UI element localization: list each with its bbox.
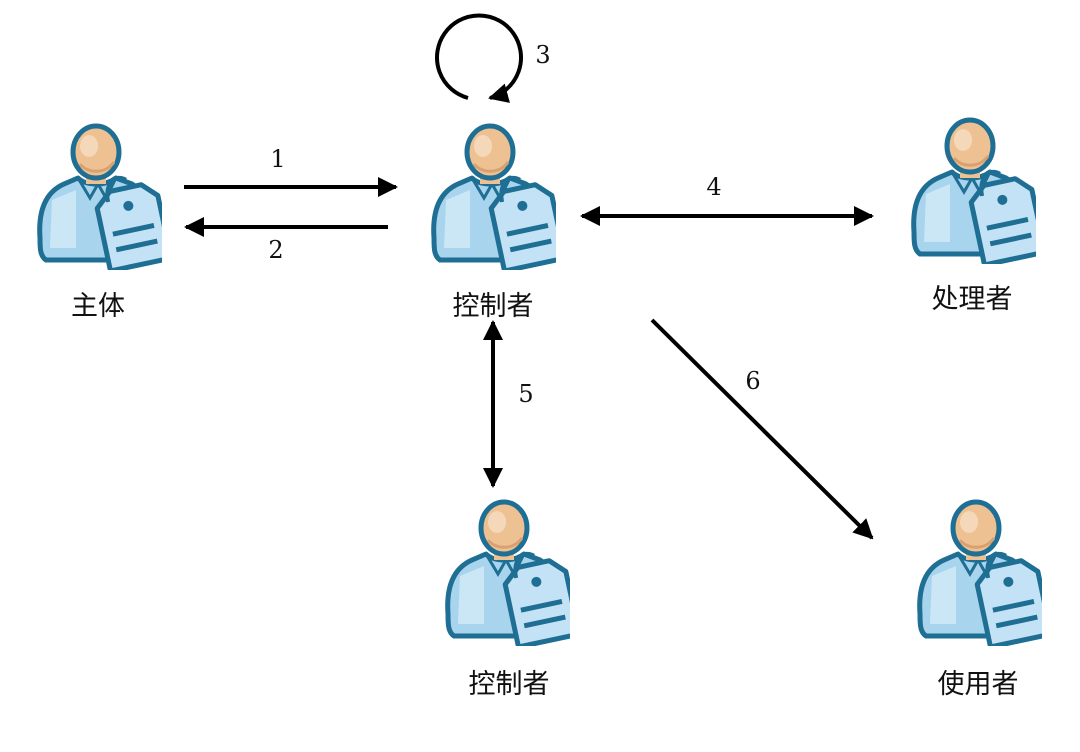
processor-label: 处理者 [932, 284, 1013, 315]
edge-2-label: 2 [268, 236, 283, 264]
controller2-label: 控制者 [469, 669, 550, 700]
edge-5-label: 5 [518, 380, 533, 408]
controller2-person-icon [448, 502, 579, 647]
edge-4-label: 4 [706, 173, 721, 201]
subject-label: 主体 [71, 291, 125, 322]
edge-3-label: 3 [535, 41, 550, 69]
controller-label: 控制者 [453, 291, 534, 322]
subject-person-icon [40, 126, 171, 271]
edge-3-self-loop-arrow [435, 13, 523, 103]
user-label: 使用者 [938, 669, 1019, 700]
edge-6-label: 6 [745, 367, 760, 395]
edge-6-arrow [650, 318, 874, 540]
edge-1-label: 1 [270, 145, 285, 173]
processor-person-icon [914, 120, 1045, 265]
controller-person-icon [434, 126, 565, 271]
user-person-icon [920, 502, 1051, 647]
